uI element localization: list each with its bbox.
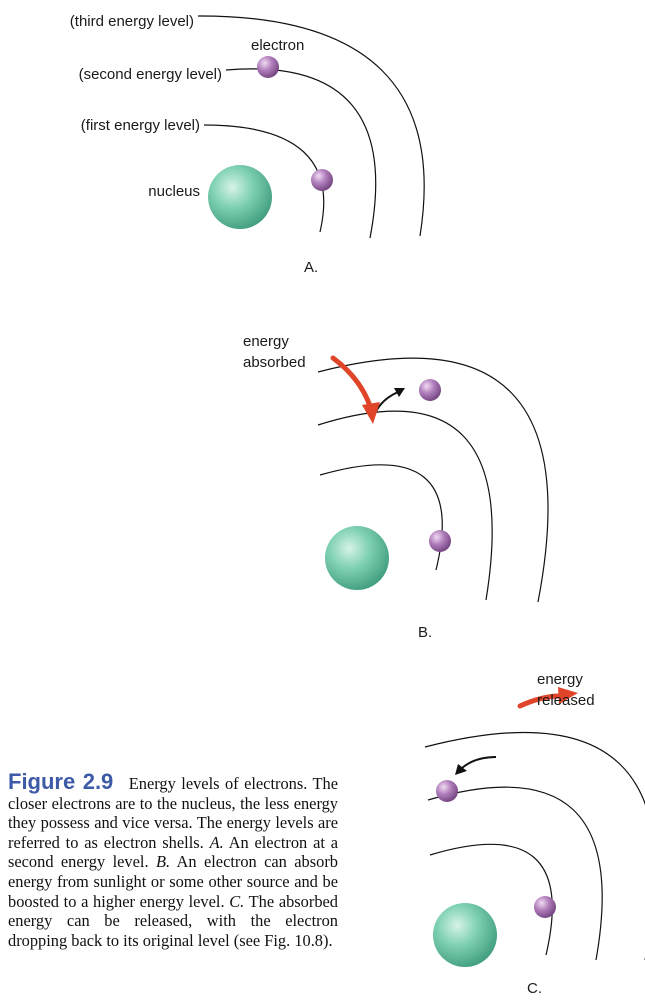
caption-a-tag: A. <box>209 832 224 852</box>
third-energy-level-shell <box>197 15 425 237</box>
figure-caption: Figure 2.9 Energy levels of electrons. T… <box>8 769 338 950</box>
absorbed-label: absorbed <box>243 354 306 371</box>
panel-b: energy absorbed B. <box>243 333 549 641</box>
caption-c-tag: C. <box>229 891 245 911</box>
second-energy-level-shell <box>427 786 603 961</box>
nucleus <box>325 526 389 590</box>
panel-c: energy released C. <box>424 671 645 997</box>
caption-b-tag: B. <box>155 852 171 872</box>
caption-intro: Energy levels of electrons. The closer e… <box>8 774 338 852</box>
electron <box>311 169 333 191</box>
electron-label: electron <box>251 37 304 54</box>
caption-c-text: The absorbed energy can be released, wit… <box>8 891 338 950</box>
panel-b-tag: B. <box>418 624 432 641</box>
panel-a-tag: A. <box>304 259 318 276</box>
nucleus <box>208 165 272 229</box>
nucleus-label: nucleus <box>148 183 200 200</box>
energy-released-arrow <box>517 693 563 709</box>
third-energy-level-label: (third energy level) <box>70 13 194 30</box>
first-energy-level-shell <box>203 124 325 233</box>
electron <box>419 379 441 401</box>
caption-a-text: An electron at a second energy level. <box>8 832 338 872</box>
electron-drop-arrow <box>461 756 497 769</box>
arrowhead-icon <box>394 388 405 397</box>
energy-label: energy <box>243 333 289 350</box>
arrowhead-icon <box>558 687 578 704</box>
figure-title: Figure 2.9 <box>8 769 114 794</box>
electron <box>436 780 458 802</box>
energy-absorbed-arrow <box>330 355 373 409</box>
third-energy-level-shell <box>424 731 645 960</box>
panel-a: (third energy level) electron (second en… <box>70 13 425 276</box>
released-label: released <box>537 692 595 709</box>
caption-b-text: An electron can absorb energy from sunli… <box>8 852 338 911</box>
energy-label: energy <box>537 671 583 688</box>
second-energy-level-label: (second energy level) <box>79 66 222 83</box>
first-energy-level-shell <box>429 843 553 956</box>
panel-c-tag: C. <box>527 980 542 997</box>
electron <box>257 56 279 78</box>
first-energy-level-label: (first energy level) <box>81 117 200 134</box>
electron <box>534 896 556 918</box>
arrowhead-icon <box>362 402 380 424</box>
arrowhead-icon <box>455 764 467 775</box>
third-energy-level-shell <box>317 357 549 603</box>
nucleus <box>433 903 497 967</box>
electron <box>429 530 451 552</box>
